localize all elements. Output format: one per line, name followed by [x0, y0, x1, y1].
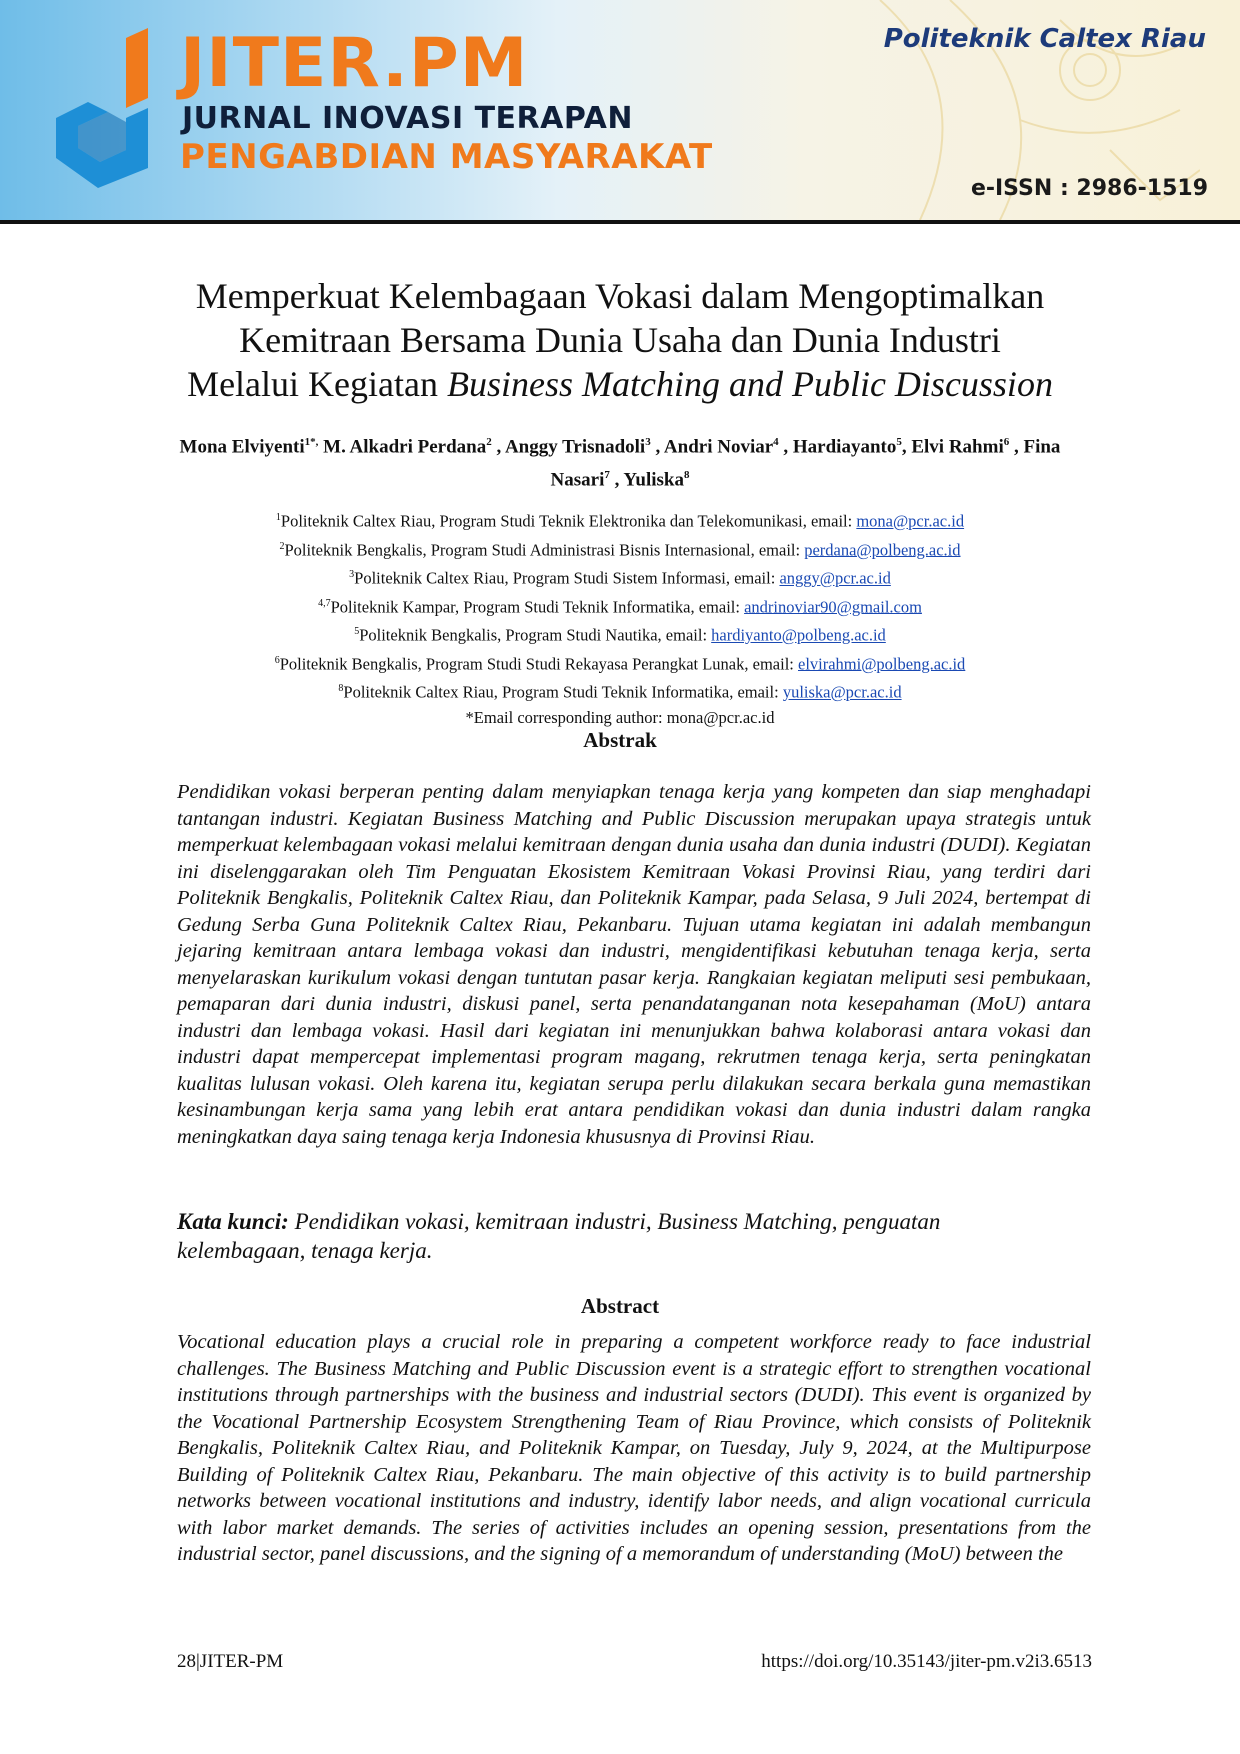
journal-name-line-1: JURNAL INOVASI TERAPAN	[182, 101, 633, 136]
affiliation-list: 1Politeknik Caltex Riau, Program Studi T…	[120, 505, 1120, 730]
author-name: Yuliska	[623, 469, 684, 491]
author-name: Andri Noviar	[663, 436, 774, 458]
keywords-label: Kata kunci:	[177, 1209, 289, 1234]
affiliation-line: 4,7Politeknik Kampar, Program Studi Tekn…	[120, 591, 1120, 620]
abstract-body: Vocational education plays a crucial rol…	[177, 1331, 1091, 1565]
affiliation-text: Politeknik Caltex Riau, Program Studi Te…	[343, 682, 783, 702]
author-name: Fina Nasari	[550, 436, 1061, 491]
affiliation-text: Politeknik Bengkalis, Program Studi Admi…	[284, 540, 805, 559]
paper-title: Memperkuat Kelembagaan Vokasi dalam Meng…	[120, 274, 1120, 406]
corresponding-author: *Email corresponding author: mona@pcr.ac…	[465, 707, 775, 727]
author-affiliation-marker: 6	[1003, 436, 1010, 448]
affiliation-line: 5Politeknik Bengkalis, Program Studi Nau…	[120, 619, 1120, 648]
author-affiliation-marker: 7	[604, 469, 610, 482]
batik-ornament-icon	[879, 0, 1200, 220]
affiliation-text: Politeknik Caltex Riau, Program Studi Si…	[354, 568, 780, 588]
doi-link[interactable]: https://doi.org/10.35143/jiter-pm.v2i3.6…	[761, 1651, 1092, 1672]
abstract-heading: Abstract	[580, 1294, 660, 1318]
author-affiliation-marker: 4	[773, 436, 779, 448]
title-line-3-prefix: Melalui Kegiatan	[187, 364, 447, 404]
title-line-3: Melalui Kegiatan Business Matching and P…	[120, 362, 1120, 406]
affiliation-email-link[interactable]: perdana@polbeng.ac.id	[804, 540, 961, 559]
affiliation-marker: 5	[354, 626, 360, 637]
abstrak-heading: Abstrak	[583, 728, 657, 752]
journal-logo-icon	[56, 28, 148, 188]
page-number: 28|JITER-PM	[177, 1651, 284, 1672]
author-name: Mona Elviyenti	[179, 436, 305, 458]
affiliation-line: 2Politeknik Bengkalis, Program Studi Adm…	[120, 534, 1120, 563]
affiliation-line: 1Politeknik Caltex Riau, Program Studi T…	[120, 505, 1120, 534]
author-name: Elvi Rahmi	[911, 436, 1004, 458]
author-name: M. Alkadri Perdana	[323, 436, 487, 458]
affiliation-email-link[interactable]: anggy@pcr.ac.id	[779, 568, 891, 588]
author-affiliation-marker: 8	[683, 469, 690, 482]
affiliation-email-link[interactable]: hardiyanto@polbeng.ac.id	[711, 625, 886, 645]
journal-name-line-2: PENGABDIAN MASYARAKAT	[180, 137, 713, 177]
affiliation-email-link[interactable]: mona@pcr.ac.id	[856, 511, 965, 531]
affiliation-marker: 4,7	[318, 597, 331, 609]
affiliation-marker: 8	[338, 683, 344, 694]
author-list: Mona Elviyenti1*, M. Alkadri Perdana2 , …	[170, 428, 1070, 495]
affiliation-text: Politeknik Bengkalis, Program Studi Stud…	[279, 654, 798, 673]
author-name: Hardiayanto	[792, 436, 897, 458]
affiliation-marker: 1	[275, 512, 281, 523]
keywords: Kata kunci: Pendidikan vokasi, kemitraan…	[177, 1207, 1057, 1265]
author-separator: ,	[1009, 436, 1024, 458]
author-affiliation-marker: 2	[486, 436, 492, 448]
affiliation-text: Politeknik Caltex Riau, Program Studi Te…	[280, 511, 857, 531]
author-separator: ,	[650, 436, 664, 458]
affiliation-email-link[interactable]: andrinoviar90@gmail.com	[744, 597, 922, 616]
affiliation-text: Politeknik Kampar, Program Studi Teknik …	[330, 597, 745, 616]
author-affiliation-marker: 5	[896, 436, 902, 448]
author-separator: ,	[901, 436, 912, 458]
affiliation-line: 3Politeknik Caltex Riau, Program Studi S…	[120, 562, 1120, 591]
title-line-1: Memperkuat Kelembagaan Vokasi dalam Meng…	[195, 276, 1045, 316]
title-line-2: Kemitraan Bersama Dunia Usaha dan Dunia …	[239, 320, 1001, 360]
journal-banner: JITER.PM JURNAL INOVASI TERAPAN PENGABDI…	[0, 0, 1240, 222]
author-separator: ,	[491, 436, 505, 458]
author-separator: ,	[778, 436, 793, 458]
abstrak-body: Pendidikan vokasi berperan penting dalam…	[177, 781, 1091, 1148]
affiliation-lines: 1Politeknik Caltex Riau, Program Studi T…	[120, 505, 1120, 705]
journal-abbreviation: JITER.PM	[180, 24, 529, 103]
affiliation-email-link[interactable]: yuliska@pcr.ac.id	[782, 682, 902, 702]
affiliation-line: 6Politeknik Bengkalis, Program Studi Stu…	[120, 648, 1120, 677]
affiliation-email-link[interactable]: elvirahmi@polbeng.ac.id	[798, 654, 966, 673]
keywords-text: Pendidikan vokasi, kemitraan industri, B…	[177, 1209, 941, 1263]
affiliation-text: Politeknik Bengkalis, Program Studi Naut…	[359, 625, 712, 645]
affiliation-marker: 2	[279, 540, 285, 552]
author-separator: ,	[609, 469, 624, 491]
author-affiliation-marker: 1*,	[304, 436, 319, 448]
affiliation-marker: 6	[274, 654, 280, 666]
affiliation-marker: 3	[349, 569, 355, 580]
author-affiliation-marker: 3	[645, 436, 651, 448]
publisher-logo-text: Politeknik Caltex Riau	[883, 24, 1206, 54]
issn-label: e-ISSN : 2986-1519	[970, 176, 1208, 201]
title-line-3-italic: Business Matching and Public Discussion	[446, 364, 1053, 404]
affiliation-line: 8Politeknik Caltex Riau, Program Studi T…	[120, 676, 1120, 705]
author-name: Anggy Trisnadoli	[504, 436, 646, 458]
banner-divider	[0, 220, 1240, 224]
